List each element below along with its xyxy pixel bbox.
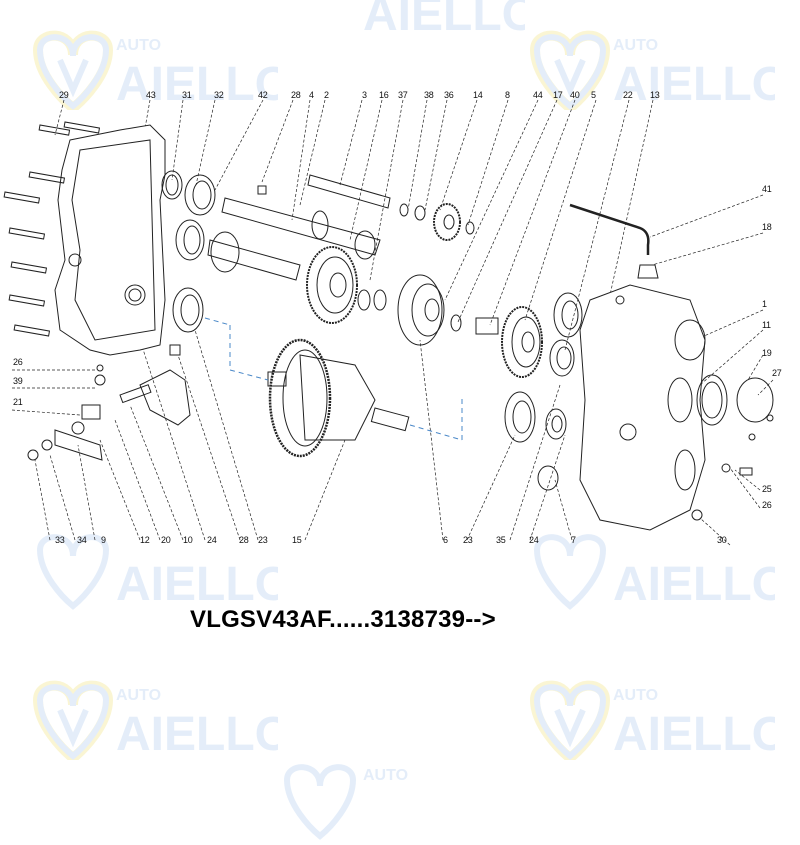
clutch-hub [397, 274, 445, 346]
svg-text:AUTO: AUTO [613, 687, 658, 704]
callout-label: 41 [762, 184, 772, 194]
callout-label: 38 [424, 90, 434, 100]
callout-label: 23 [258, 535, 268, 545]
callout-label: 25 [762, 484, 772, 494]
callout-label: 5 [591, 90, 596, 100]
leader-lines [11, 99, 774, 546]
small-gear [433, 203, 461, 241]
callout-label: 12 [140, 535, 150, 545]
callout-label: 35 [496, 535, 506, 545]
seals-bearings [161, 170, 267, 356]
callout-label: 9 [101, 535, 106, 545]
callout-label: 10 [183, 535, 193, 545]
callout-label: 44 [533, 90, 543, 100]
callout-label: 7 [571, 535, 576, 545]
right-bearings [504, 292, 583, 491]
callout-label: 36 [444, 90, 454, 100]
svg-text:AIELLO: AIELLO [613, 558, 775, 610]
right-housing [579, 284, 706, 531]
callout-label: 16 [379, 90, 389, 100]
callout-label: 39 [13, 376, 23, 386]
output-gear [501, 306, 543, 378]
shafts [207, 174, 391, 281]
callout-label: 19 [762, 348, 772, 358]
callout-label: 40 [570, 90, 580, 100]
callout-label: 18 [762, 222, 772, 232]
callout-label: 20 [161, 535, 171, 545]
callout-label: 14 [473, 90, 483, 100]
callout-label: 21 [13, 397, 23, 407]
callout-label: 28 [239, 535, 249, 545]
callout-label: 17 [553, 90, 563, 100]
callout-label: 22 [623, 90, 633, 100]
svg-text:AUTO: AUTO [613, 37, 658, 54]
callout-label: 30 [717, 535, 727, 545]
svg-text:AIELLO: AIELLO [116, 558, 278, 610]
callout-label: 26 [762, 500, 772, 510]
callout-label: 6 [443, 535, 448, 545]
callout-label: 42 [258, 90, 268, 100]
cover-gasket [691, 374, 774, 521]
svg-text:AIELLO: AIELLO [613, 58, 775, 110]
watermark-logo: AIELLO [28, 530, 292, 611]
watermark-logo: AUTO AIELLO [28, 30, 292, 115]
callout-label: 31 [182, 90, 192, 100]
svg-text:AIELLO: AIELLO [613, 708, 775, 760]
diagram-caption: VLGSV43AF......3138739--> [190, 606, 496, 633]
callout-label: 34 [77, 535, 87, 545]
callout-label: 13 [650, 90, 660, 100]
svg-text:AIELLO: AIELLO [116, 708, 278, 760]
svg-text:AUTO: AUTO [363, 767, 408, 784]
watermark-logo: AUTO AIELLO [525, 30, 789, 115]
callout-label: 8 [505, 90, 510, 100]
callout-label: 2 [324, 90, 329, 100]
watermark-logo: AIELLO [525, 530, 789, 611]
callout-label: 26 [13, 357, 23, 367]
watermark-logo: AUTO AIELLO [525, 680, 789, 765]
bolts-left [3, 121, 101, 337]
callout-label: 33 [55, 535, 65, 545]
callout-label: 23 [463, 535, 473, 545]
callout-label: 15 [292, 535, 302, 545]
exploded-parts-diagram [3, 99, 774, 546]
shift-lever-assembly [27, 364, 191, 461]
idler-gear [306, 246, 358, 324]
callout-label: 3 [362, 90, 367, 100]
callout-label: 4 [309, 90, 314, 100]
watermark-logo: AUTO AIELLO [28, 680, 292, 765]
callout-label: 1 [762, 299, 767, 309]
callout-label: 11 [762, 320, 771, 330]
callout-label: 24 [207, 535, 217, 545]
watermark-logo: AIELLO [275, 0, 539, 41]
callout-label: 29 [59, 90, 69, 100]
left-housing [54, 124, 166, 356]
callout-label: 27 [772, 368, 782, 378]
svg-text:AUTO: AUTO [116, 37, 161, 54]
svg-text:AUTO: AUTO [116, 687, 161, 704]
callout-label: 24 [529, 535, 539, 545]
svg-text:AIELLO: AIELLO [116, 58, 278, 110]
rings-spacers [357, 203, 499, 335]
svg-text:AIELLO: AIELLO [363, 0, 525, 40]
callout-label: 32 [214, 90, 224, 100]
callout-label: 37 [398, 90, 408, 100]
axis-line [204, 317, 463, 441]
differential-assembly [267, 338, 410, 458]
callout-label: 43 [146, 90, 156, 100]
breather-tube [569, 203, 659, 279]
callout-label: 28 [291, 90, 301, 100]
